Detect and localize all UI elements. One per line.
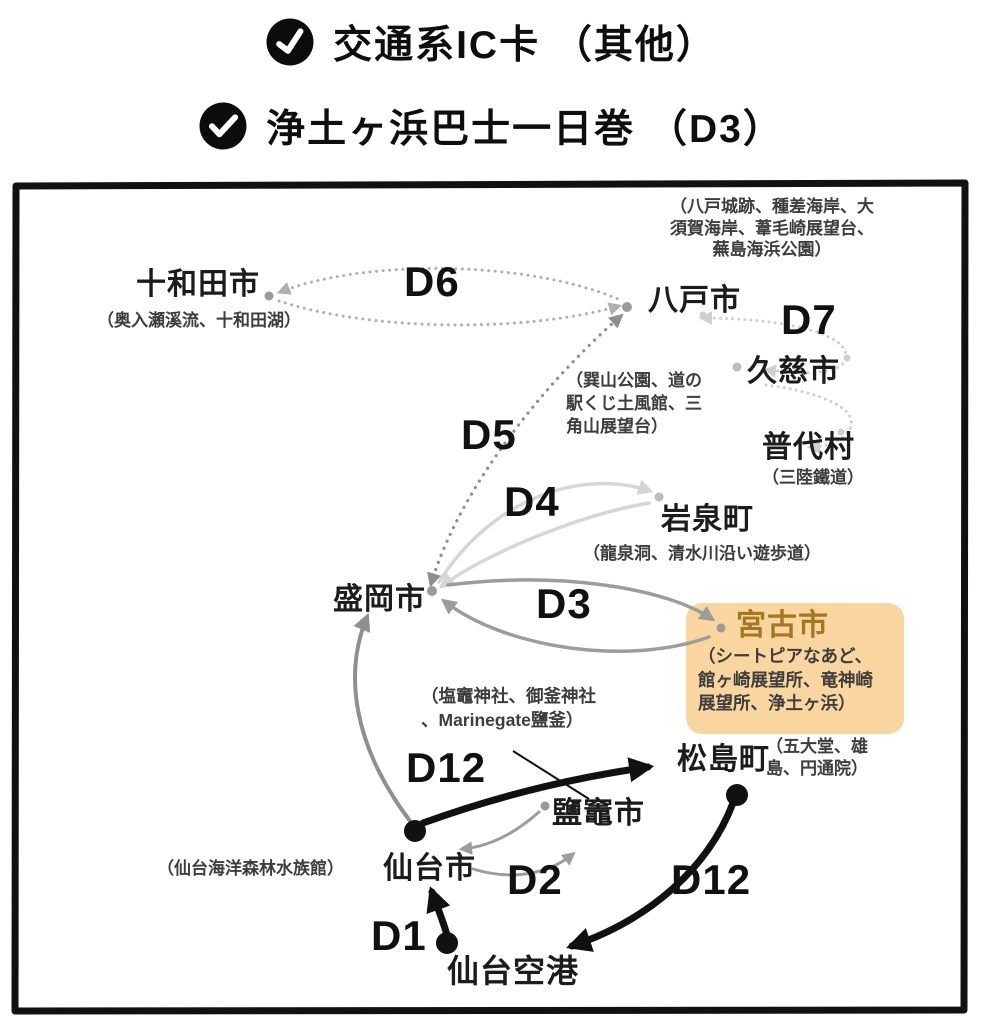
route-label-d2: D2 (507, 856, 563, 903)
dot-morioka (427, 586, 437, 596)
header: 交通系IC卡 （其他） 浄土ヶ浜巴士一日巻 （D3） (0, 14, 982, 154)
route-d6-west-arc (276, 266, 620, 301)
header-label-ic-card: 交通系IC卡 （其他） (333, 24, 717, 67)
dot-matsushima (726, 784, 748, 806)
shiogama-note-leader-line (512, 750, 590, 800)
dot-d7-start (699, 311, 707, 319)
note-iwaizumi: （龍泉洞、清水川沿い遊歩道） (583, 544, 821, 563)
node-iwaizumi: 岩泉町 (661, 503, 754, 536)
header-item-bus-pass: 浄土ヶ浜巴士一日巻 （D3） (198, 98, 784, 154)
route-label-d12-top: D12 (406, 744, 487, 791)
node-fudai: 普代村 (762, 431, 855, 464)
node-miyako: 宮古市 (736, 609, 829, 642)
route-d7-kuji-fudai (764, 383, 853, 454)
dot-sendai (404, 820, 426, 842)
note-sendai: （仙台海洋森林水族館） (157, 859, 344, 878)
route-label-d1: D1 (371, 912, 427, 959)
dot-shiogama (540, 801, 550, 811)
route-sendai-morioka (353, 612, 412, 823)
dot-iwaizumi (654, 492, 664, 502)
route-d2-return (458, 810, 541, 855)
route-label-d7: D7 (781, 296, 837, 343)
note-hachinohe: （八戸城跡、種差海岸、大 須賀海岸、葦毛崎展望台、 蕪島海浜公園） (670, 197, 874, 259)
node-towada: 十和田市 (136, 268, 260, 301)
dot-kuji (732, 362, 742, 372)
node-hachinohe: 八戸市 (648, 284, 741, 317)
route-d4-outbound (437, 479, 654, 584)
map-border (11, 179, 969, 1015)
node-kuji: 久慈市 (747, 355, 840, 388)
note-fudai: （三陸鐵道） (762, 468, 864, 487)
route-label-d4: D4 (504, 478, 560, 525)
note-miyako: （シートピアなあど、 館ヶ崎展望所、竜神崎 展望所、浄土ヶ浜） (698, 646, 873, 713)
route-label-d12-bottom: D12 (671, 856, 752, 903)
route-d12-matsushima-airport (566, 799, 737, 952)
route-label-d6: D6 (404, 258, 460, 305)
node-sendai-airport: 仙台空港 (447, 953, 580, 989)
dot-d7-bend-2 (837, 428, 845, 436)
dot-d7-bend-1 (843, 354, 851, 362)
route-d3-outbound (446, 578, 716, 622)
route-d7-hachinohe-kuji (698, 311, 848, 378)
route-label-d3: D3 (536, 580, 592, 627)
dot-sendai-airport (436, 932, 458, 954)
route-label-d5: D5 (461, 411, 517, 458)
node-morioka: 盛岡市 (333, 583, 426, 616)
note-shiogama: （塩竈神社、御釜神社 、Marinegate鹽釜） (421, 686, 596, 730)
dot-hachinohe (622, 302, 632, 312)
dot-towada (264, 291, 274, 301)
checkmark-icon (199, 102, 247, 150)
route-d12-sendai-matsushima (419, 757, 655, 827)
checkmark-icon (266, 18, 314, 66)
route-d4-return (438, 501, 651, 589)
header-item-ic-card: 交通系IC卡 （其他） (265, 14, 717, 70)
header-label-bus-pass: 浄土ヶ浜巴士一日巻 （D3） (266, 108, 784, 151)
note-towada: （奥入瀬溪流、十和田湖） (97, 311, 301, 330)
note-kuji: （巽山公園、道の 駅くじ土風館、三 角山展望台） (566, 371, 702, 436)
node-sendai: 仙台市 (383, 852, 476, 885)
note-matsushima: （五大堂、雄 島、円通院） (766, 737, 868, 778)
route-d5 (427, 313, 624, 588)
dot-miyako (716, 623, 726, 633)
node-matsushima: 松島町 (677, 743, 770, 776)
route-d1 (426, 886, 451, 939)
route-d3-return (440, 598, 711, 653)
node-shiogama: 鹽竈市 (552, 797, 645, 830)
route-d2-outbound (471, 851, 576, 877)
